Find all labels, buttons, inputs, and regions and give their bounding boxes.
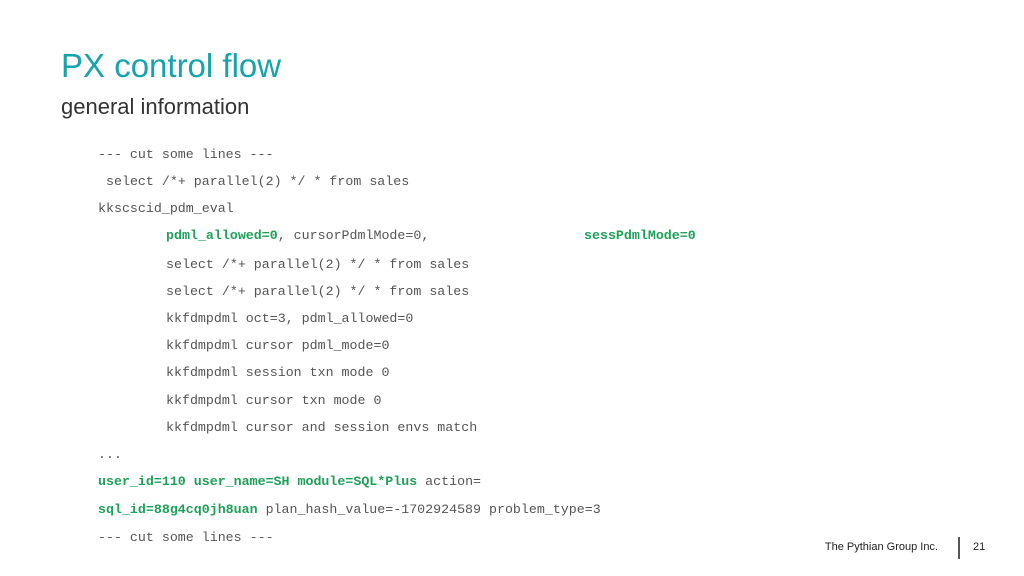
code-line-14: sql_id=88g4cq0jh8uan plan_hash_value=-17…: [98, 501, 601, 519]
code-line-9: kkfdmpdml session txn mode 0: [166, 365, 390, 380]
slide-title: PX control flow: [61, 47, 282, 84]
user-session-highlight: user_id=110 user_name=SH module=SQL*Plus: [98, 474, 418, 489]
sql-id-highlight: sql_id=88g4cq0jh8uan: [98, 502, 258, 517]
code-line-10: kkfdmpdml cursor txn mode 0: [166, 393, 382, 408]
code-line-8: kkfdmpdml cursor pdml_mode=0: [166, 338, 390, 353]
cursor-pdml-mode-text: , cursorPdmlMode=0,: [277, 228, 430, 243]
code-line-7: kkfdmpdml oct=3, pdml_allowed=0: [166, 311, 414, 326]
plan-hash-text: plan_hash_value=-1702924589 problem_type…: [257, 502, 601, 517]
code-line-6: select /*+ parallel(2) */ * from sales: [166, 284, 470, 299]
code-line-12: ...: [98, 447, 122, 462]
pdml-allowed-highlight: pdml_allowed=0: [166, 228, 278, 243]
footer-company: The Pythian Group Inc.: [824, 541, 938, 553]
slide-subtitle: general information: [61, 94, 250, 119]
code-line-15: --- cut some lines ---: [98, 530, 274, 545]
code-line-2: select /*+ parallel(2) */ * from sales: [106, 174, 410, 189]
code-line-1: --- cut some lines ---: [98, 147, 274, 162]
action-text: action=: [417, 474, 482, 489]
code-line-3: kkscscid_pdm_eval: [98, 201, 234, 216]
code-line-13: user_id=110 user_name=SH module=SQL*Plus…: [98, 473, 481, 491]
code-line-4: pdml_allowed=0, cursorPdmlMode=0,: [166, 227, 429, 245]
footer-divider: [958, 537, 960, 559]
code-line-5: select /*+ parallel(2) */ * from sales: [166, 257, 470, 272]
page-number: 21: [973, 541, 986, 553]
sess-pdml-mode-highlight: sessPdmlMode=0: [584, 228, 696, 243]
code-line-11: kkfdmpdml cursor and session envs match: [166, 420, 478, 435]
